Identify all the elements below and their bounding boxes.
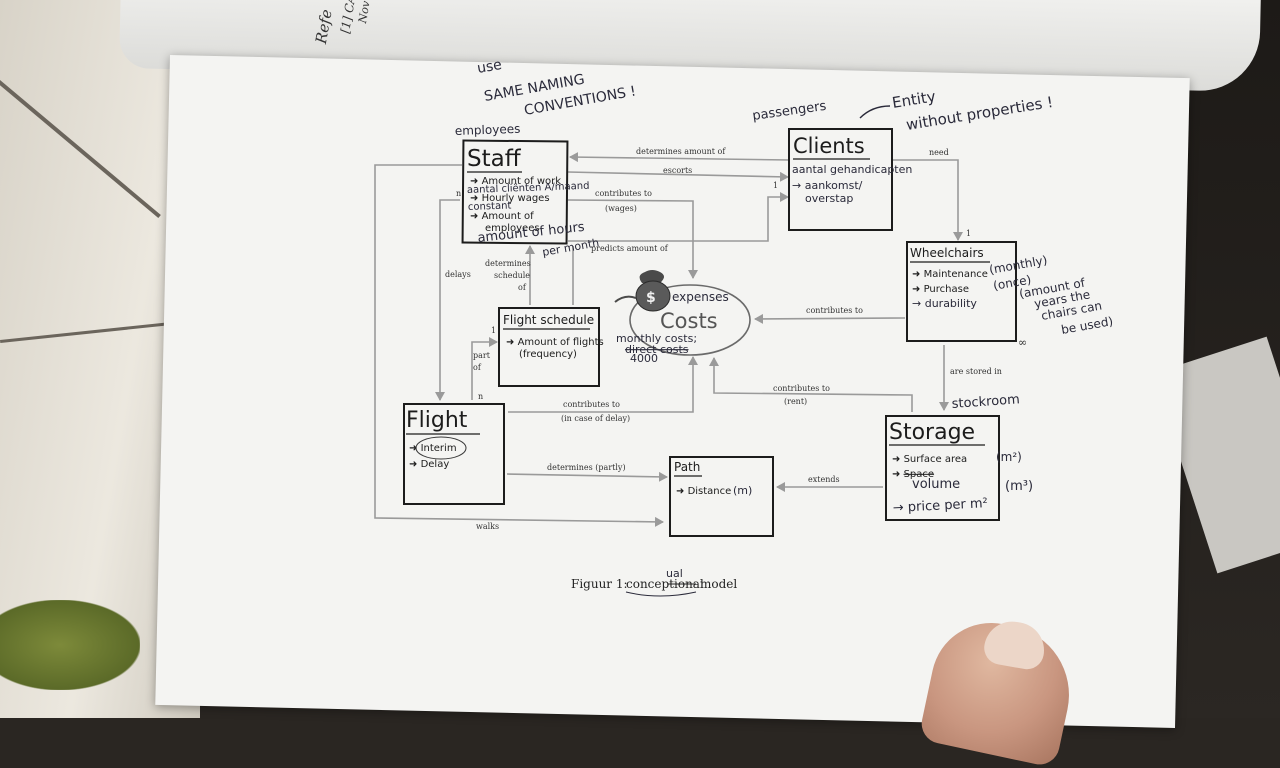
label-escorts: escorts — [663, 166, 692, 175]
entity-flight[interactable]: Flight ➜ Interim ➜ Delay — [403, 403, 505, 505]
entity-title-path: Path — [674, 460, 700, 474]
note-m3: (m³) — [1005, 479, 1033, 494]
handwritten-annotations: use SAME NAMING CONVENTIONS ! Entity wit… — [476, 57, 1054, 134]
cardinality-1: 1 — [491, 326, 496, 335]
attr-frequency: (frequency) — [519, 349, 577, 360]
attr-amount-of-flights: ➜ Amount of flights — [506, 337, 604, 348]
label-determines: determines — [485, 259, 531, 268]
caption-word: conceptional — [626, 577, 704, 591]
note-use: use — [476, 57, 503, 77]
note-overstap: overstap — [805, 192, 853, 205]
label-delays: delays — [445, 270, 471, 279]
note-stockroom: stockroom — [951, 392, 1020, 412]
label-contributes-to-wages-1: contributes to — [595, 189, 652, 198]
attr-space: ➜ Space — [892, 469, 934, 480]
note-expenses: expenses — [672, 290, 729, 304]
note-monthly: (monthly) — [988, 253, 1048, 277]
entity-title-costs: Costs — [660, 309, 718, 333]
note-passengers: passengers — [751, 99, 827, 124]
note-entity: Entity — [891, 87, 937, 112]
attr-surface-area: ➜ Surface area — [892, 454, 967, 465]
entity-title-staff: Staff — [467, 146, 522, 172]
note-durability: → durability — [912, 297, 977, 310]
label-walks: walks — [476, 522, 499, 531]
label-are-stored-in: are stored in — [950, 367, 1002, 376]
svg-text:$: $ — [646, 290, 656, 306]
entity-path[interactable]: Path ➜ Distance (m) — [669, 456, 774, 537]
entity-title-wheelchairs: Wheelchairs — [910, 246, 984, 260]
attr-delay: ➜ Delay — [409, 459, 449, 470]
note-employees: employees — [455, 122, 521, 138]
note-aankomst: → aankomst/ — [792, 179, 863, 192]
note-4000: 4000 — [630, 352, 658, 365]
label-contributes-to-rent-1: contributes to — [773, 384, 830, 393]
note-monthly-costs: monthly costs; — [616, 332, 697, 345]
entity-title-clients: Clients — [793, 134, 865, 158]
entity-title-storage: Storage — [889, 420, 975, 445]
entity-flight-schedule[interactable]: Flight schedule ➜ Amount of flights (fre… — [498, 307, 604, 387]
attr-amount-of-work: ➜ Amount of work — [470, 176, 561, 187]
note-price-per-m2: → price per m² — [892, 496, 988, 516]
note-meter: (m) — [733, 484, 752, 497]
label-contributes-to-rent-2: (rent) — [784, 397, 807, 406]
cardinality-infinity: ∞ — [1018, 336, 1027, 349]
note-aantal-gehandicapten: aantal gehandicapten — [792, 163, 912, 176]
label-part-of: of — [473, 363, 482, 372]
label-extends: extends — [808, 475, 840, 484]
entity-clients[interactable]: Clients passengers aantal gehandicapten … — [751, 99, 912, 231]
attr-purchase: ➜ Purchase — [912, 284, 969, 295]
figure-caption: Figuur 1: conceptional model ual — [571, 567, 737, 597]
label-predicts-amount-of: predicts amount of — [591, 244, 669, 253]
entity-storage[interactable]: Storage ➜ Surface area ➜ Space (m²) volu… — [885, 392, 1033, 521]
label-determines-partly: determines (partly) — [547, 463, 626, 472]
entity-staff[interactable]: Staff ➜ Amount of work ➜ Hourly wages ➜ … — [455, 122, 601, 259]
cardinalities: n 1 1 1 n ∞ — [456, 181, 1027, 401]
entity-title-flight: Flight — [406, 408, 468, 433]
money-bag-icon: $ — [614, 270, 671, 312]
attr-distance: ➜ Distance — [676, 486, 731, 497]
relationship-labels: determines amount of escorts contributes… — [445, 147, 1002, 531]
entity-costs[interactable]: Costs expenses monthly costs; direct cos… — [616, 284, 751, 365]
entity-title-flight-schedule: Flight schedule — [503, 313, 594, 327]
cardinality-1: 1 — [966, 229, 971, 238]
note-volume: volume — [912, 477, 960, 492]
note-aantal-clienten: aantal cliënten A/maand — [467, 181, 590, 196]
attr-interim: ➜ Interim — [409, 443, 457, 454]
circle-mark — [415, 436, 467, 460]
label-determines-amount-of: determines amount of — [636, 147, 726, 156]
entity-wheelchairs[interactable]: Wheelchairs ➜ Maintenance ➜ Purchase → d… — [906, 241, 1114, 342]
caption-prefix: Figuur 1: — [571, 577, 628, 591]
label-need: need — [929, 148, 949, 157]
note-once: (once) — [992, 273, 1032, 293]
attr-employees: employees — [485, 223, 540, 234]
label-schedule: schedule — [494, 271, 530, 280]
attr-maintenance: ➜ Maintenance — [912, 269, 988, 280]
attr-hourly-wages: ➜ Hourly wages — [470, 193, 550, 204]
plant-leaf — [0, 600, 140, 690]
note-constant: constant — [468, 200, 512, 213]
caption-suffix: model — [700, 577, 737, 591]
label-part: part — [473, 351, 491, 360]
cardinality-1: 1 — [773, 181, 778, 190]
note-m2: (m²) — [996, 450, 1022, 464]
label-of: of — [518, 283, 527, 292]
label-contributes-to-delay-2: (in case of delay) — [561, 414, 630, 423]
label-contributes-to: contributes to — [806, 306, 863, 315]
label-contributes-to-wages-2: (wages) — [605, 204, 637, 213]
cardinality-n: n — [456, 189, 461, 198]
note-direct-costs: direct costs — [625, 343, 689, 356]
caption-correction: ual — [666, 567, 683, 580]
relationship-lines — [374, 152, 963, 527]
conceptual-model-diagram: Staff ➜ Amount of work ➜ Hourly wages ➜ … — [374, 57, 1114, 597]
cardinality-n: n — [478, 392, 483, 401]
label-contributes-to-delay-1: contributes to — [563, 400, 620, 409]
attr-amount-of-employees: ➜ Amount of — [470, 211, 534, 222]
